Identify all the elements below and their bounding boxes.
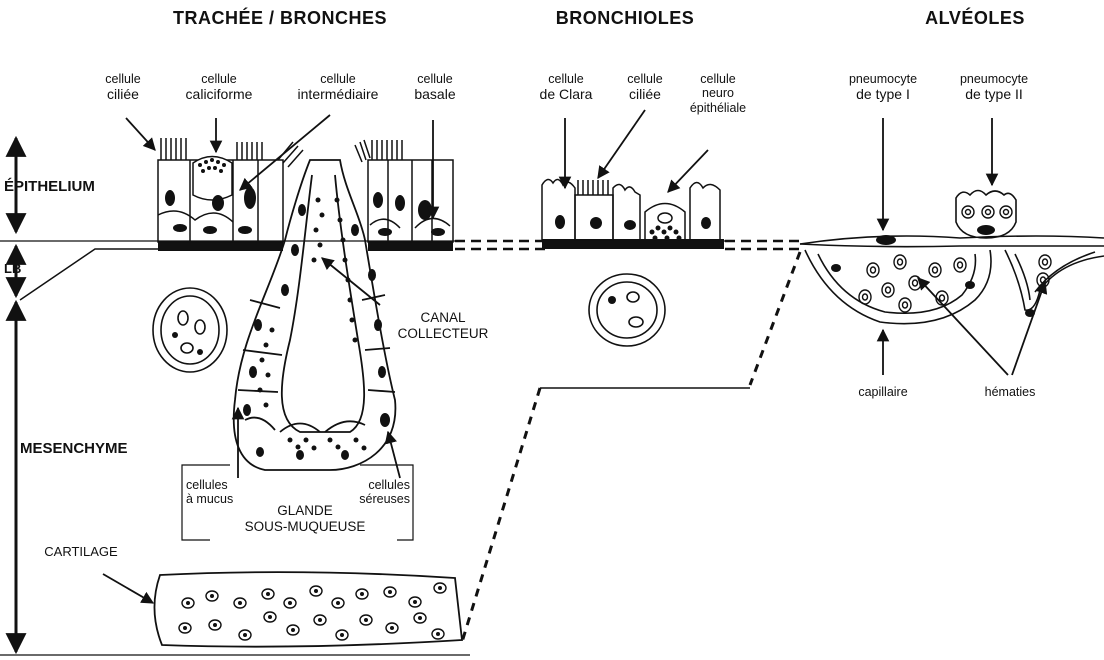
dashed-profile <box>462 252 800 642</box>
alveolar-wall <box>800 191 1104 324</box>
chondrocytes <box>179 583 446 640</box>
label-hematies: hématies <box>975 385 1045 399</box>
bronchiole-vessel <box>589 274 665 346</box>
bronchiole-vessel-dot <box>608 296 616 304</box>
cartilage-plate <box>154 572 462 647</box>
bronchiole-basal-lamina <box>542 239 724 249</box>
epithelium-layer-label: ÉPITHELIUM <box>4 178 95 195</box>
alveoles-section-title: ALVÉOLES <box>915 8 1035 29</box>
bronchiole-nuclei <box>555 215 711 241</box>
trachea-vessel <box>153 288 227 372</box>
chondrocyte-nuclei <box>183 586 442 637</box>
bronchioles-section-title: BRONCHIOLES <box>540 8 710 29</box>
trachea-section-title: TRACHÉE / BRONCHES <box>150 8 410 29</box>
gland-granules <box>258 198 367 451</box>
label-capillaire: capillaire <box>845 385 921 399</box>
bronchiole-cilia <box>578 180 608 195</box>
bronchiole-epithelium <box>542 179 720 240</box>
mesenchyme-layer-label: MESENCHYME <box>20 440 128 457</box>
neuroepithelial-nucleus <box>658 213 672 223</box>
label-cartilage: CARTILAGE <box>36 545 126 560</box>
lb-layer-label: LB <box>4 262 21 277</box>
